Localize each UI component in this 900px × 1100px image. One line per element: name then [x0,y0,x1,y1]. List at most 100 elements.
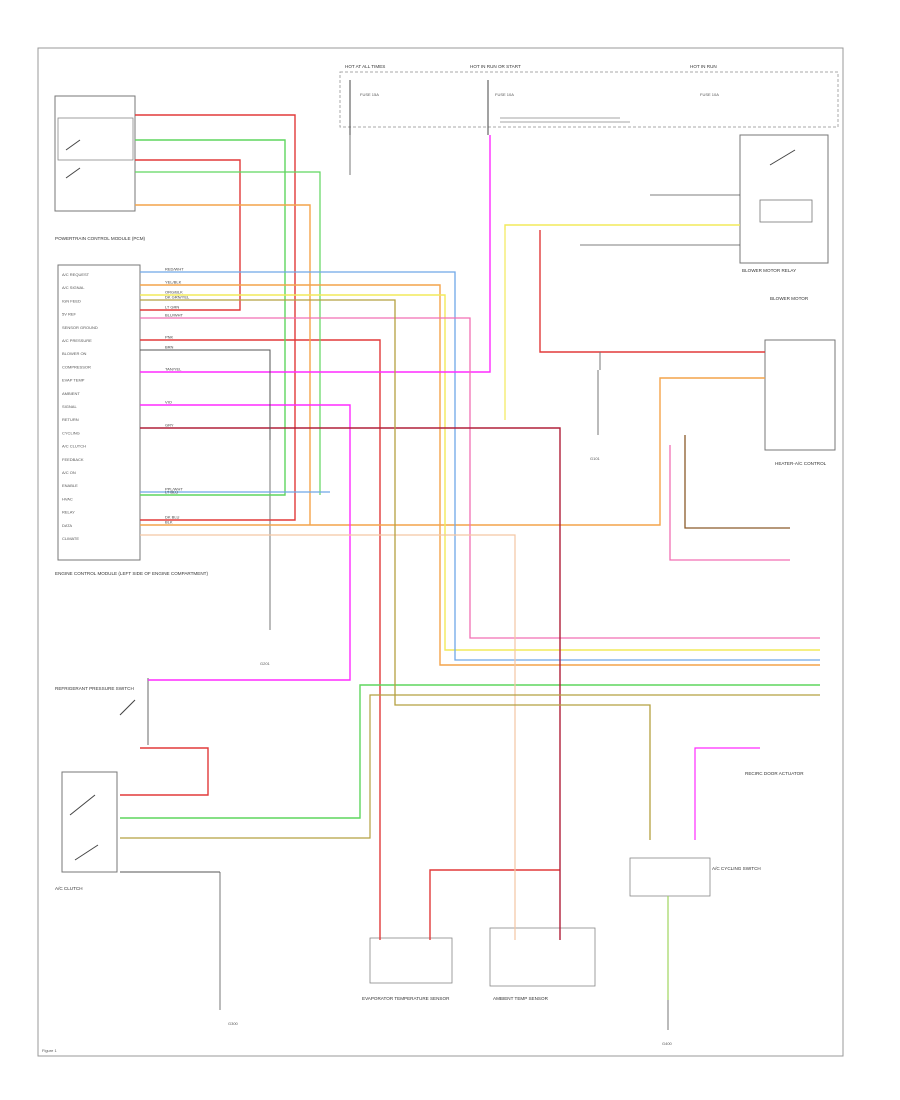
pcm-pin-label: COMPRESSOR [62,364,91,369]
pcm-pin-label: HVAC [62,496,73,501]
fuse-label-right: HOT IN RUN [690,64,717,69]
recirc-door: RECIRC DOOR ACTUATOR [745,771,804,776]
pcm-pin-label: A/C PRESSURE [62,338,92,343]
diagram-border [37,47,844,1057]
pressure-switch-label: REFRIGERANT PRESSURE SWITCH [55,686,134,691]
wire-code-label: RED/WHT [165,267,184,272]
blower-motor-module: BLOWER MOTOR HEATER-A/C CONTROL [764,296,836,466]
wire-code-label: PNK [165,335,174,340]
wire-blue-1 [140,271,820,661]
fuse-label-left: HOT AT ALL TIMES [345,64,385,69]
wire-orange-3 [140,377,765,526]
pcm-pin-label: EVAP TEMP [62,378,85,383]
wire-code-label: LT BLU [165,490,178,495]
evap-sensor: EVAPORATOR TEMPERATURE SENSOR [362,937,453,1001]
pcm-pin-label: DATA [62,523,72,528]
wire-code-label: LT GRN [165,305,179,310]
wire-brown-1 [684,435,790,529]
pcm-pin-label: A/C SIGNAL [62,285,85,290]
ambient-sensor: AMBIENT TEMP SENSOR [489,927,596,1001]
wire-red-4 [539,230,765,353]
svg-text:G201: G201 [260,661,271,666]
recirc-door-label: RECIRC DOOR ACTUATOR [745,771,804,776]
svg-text:G400: G400 [662,1041,673,1046]
wire-code-label: VIO [165,400,172,405]
fuse-panel: HOT AT ALL TIMES HOT IN RUN OR START HOT… [339,64,839,135]
wire-pink-1 [140,135,491,373]
wire-yellow-1 [140,294,820,651]
pcm-pin-label: SIGNAL [62,404,77,409]
pcm-title: POWERTRAIN CONTROL MODULE (PCM) [55,236,146,241]
wire-red-2 [135,159,241,311]
wire-code-label: DK BLU [165,515,180,520]
wire-tan-1 [140,534,516,940]
pcm-pin-label: CYCLING [62,430,80,435]
wire-red-6 [429,869,560,940]
evap-sensor-label: EVAPORATOR TEMPERATURE SENSOR [362,996,450,1001]
wire-code-label: BLU/WHT [165,313,184,318]
wire-code-label: DK GRN/YEL [165,295,190,300]
wire-darkred-1 [140,427,561,940]
pcm-pin-label: RETURN [62,417,79,422]
wire-harness [120,114,820,1000]
pcm-pin-label: IGN FEED [62,298,81,303]
wire-black-1 [140,349,271,440]
ambient-sensor-label: AMBIENT TEMP SENSOR [493,996,549,1001]
fuse2-label: FUSE 10A [495,92,514,97]
blower-motor-label: BLOWER MOTOR [770,296,809,301]
pcm-pin-label: FEEDBACK [62,457,84,462]
wire-olive-1 [140,299,651,840]
wire-olive-2 [120,694,820,839]
pcm-block: POWERTRAIN CONTROL MODULE (PCM) ENGINE C… [55,236,208,576]
wire-yellow-2 [504,224,740,230]
wire-code-label: PPL/WHT [165,487,183,492]
pcm-pin-label: BLOWER ON [62,351,87,356]
fuse1-label: FUSE 15A [360,92,379,97]
pcm-pin-label: AMBIENT [62,391,80,396]
fuse3-label: FUSE 10A [700,92,719,97]
figure-id: Figure 1 [42,1048,57,1053]
wire-code-label: BRN [165,345,174,350]
svg-text:G300: G300 [228,1021,239,1026]
wire-code-label: ORG/BLK [165,290,183,295]
wire-green-3 [120,684,820,819]
wire-pink-5 [140,317,820,639]
top-left-relay [54,95,136,212]
pcm-pin-label: CLIMATE [62,536,79,541]
cycling-switch-label: A/C CYCLING SWITCH [712,866,761,871]
hvac-module-label: HEATER-A/C CONTROL [775,461,827,466]
wire-code-label: BLK [165,520,173,525]
pressure-switch: REFRIGERANT PRESSURE SWITCH [55,678,149,745]
pcm-pin-label: RELAY [62,510,75,515]
ground-g2: G201 [260,440,271,666]
wire-pink-3 [694,747,760,840]
pcm-pin-label: A/C REQUEST [62,272,90,277]
cycling-switch: A/C CYCLING SWITCH G400 [629,857,761,1046]
wire-pink-2 [140,404,351,681]
pcm-footer: ENGINE CONTROL MODULE (LEFT SIDE OF ENGI… [55,571,208,576]
pcm-pin-label: ENABLE [62,483,78,488]
wire-red-5 [120,747,209,796]
pcm-pin-label: A/C ON [62,470,76,475]
wire-green-2 [135,171,321,495]
pcm-pin-label: SENSOR GROUND [62,325,98,330]
pcm-pin-label: A/C CLUTCH [62,444,86,449]
blower-relay-label: BLOWER MOTOR RELAY [742,268,796,273]
wire-orange-1 [135,204,311,525]
wire-orange-2 [140,284,820,666]
wire-red-3 [140,339,381,940]
pcm-pin-label: 5V REF [62,312,77,317]
wire-pink-4 [669,445,790,561]
pcm-pin-list: A/C REQUEST A/C SIGNAL IGN FEED 5V REF SENSO… [62,272,98,541]
ac-clutch: A/C CLUTCH G300 [55,771,239,1026]
fuse-label-mid: HOT IN RUN OR START [470,64,521,69]
wire-code-label: YEL/BLK [165,280,182,285]
wire-code-label: TAN/YEL [165,367,182,372]
blower-relay: BLOWER MOTOR RELAY [739,134,829,273]
ac-clutch-label: A/C CLUTCH [55,886,83,891]
ground-g1: G101 [590,370,601,461]
wire-code-label: GRY [165,423,174,428]
